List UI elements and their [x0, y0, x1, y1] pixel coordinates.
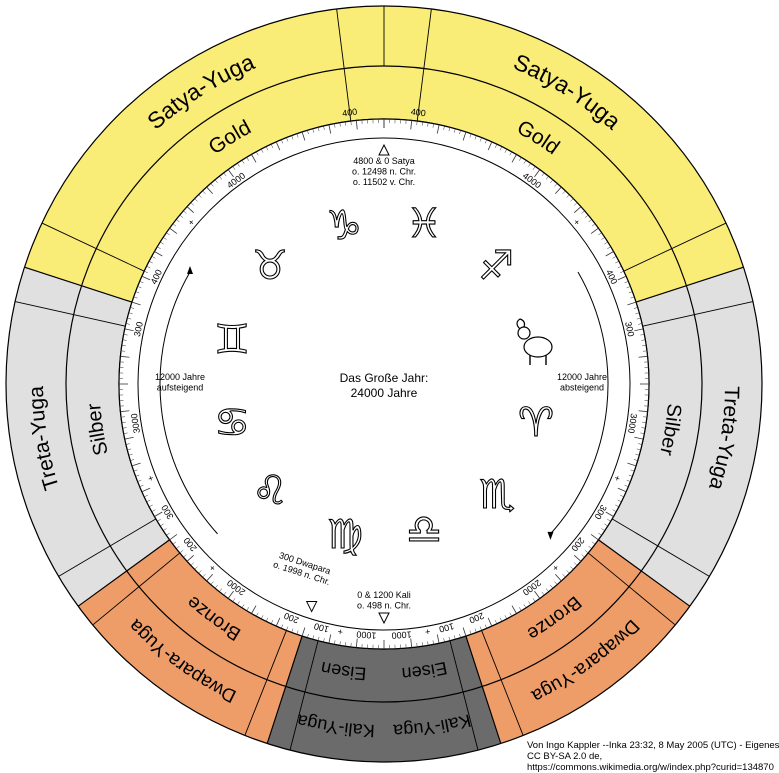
scale-label-0: 400 [342, 107, 358, 119]
scale-label-1: 400 [410, 107, 426, 119]
bottom-marker-text-line-1: o. 498 n. Chr. [357, 601, 411, 611]
left-side-text-line-1: aufsteigend [157, 383, 204, 393]
scorpio-icon: ♏ [479, 472, 515, 518]
sagittarius-icon: ♐ [478, 243, 514, 289]
gemini-icon: ♊ [214, 317, 250, 363]
credit-line-3: https://commons.wikimedia.org/w/index.ph… [527, 762, 768, 773]
image-credit: Von Ingo Kappler --Inka 23:32, 8 May 200… [527, 740, 768, 773]
center-title: Das Große Jahr:24000 Jahre [340, 371, 429, 400]
top-marker-text-line-0: 4800 & 0 Satya [353, 156, 415, 166]
scale-label-21: 1000 [356, 629, 377, 640]
center-title-line-0: Das Große Jahr: [340, 371, 429, 385]
credit-line-2: CC BY-SA 2.0 de, [527, 751, 768, 762]
leo-icon: ♌ [252, 468, 288, 514]
right-side-text-line-0: 12000 Jahre [557, 372, 607, 382]
taurus-icon: ♉ [252, 243, 288, 289]
virgo-icon: ♍ [327, 512, 363, 558]
credit-line-1: Von Ingo Kappler --Inka 23:32, 8 May 200… [527, 740, 768, 751]
libra-icon: ♎ [406, 507, 442, 553]
bottom-marker-text-line-0: 0 & 1200 Kali [357, 590, 411, 600]
top-marker-text-line-1: o. 12498 n. Chr. [352, 167, 416, 177]
cancer-icon: ♋ [214, 400, 250, 446]
yuga-sector-3 [267, 636, 501, 762]
center-title-line-1: 24000 Jahre [351, 386, 418, 400]
capricorn-icon: ♑ [326, 203, 362, 249]
scale-label-19: 1000 [391, 629, 412, 640]
aries-icon: ♈ [518, 400, 554, 446]
ram-body [524, 337, 552, 357]
right-side-text-line-1: absteigend [560, 383, 604, 393]
pisces-icon: ♓ [406, 201, 442, 247]
left-side-text-line-0: 12000 Jahre [155, 372, 205, 382]
top-marker-text-line-2: o. 11502 v. Chr. [353, 177, 415, 187]
